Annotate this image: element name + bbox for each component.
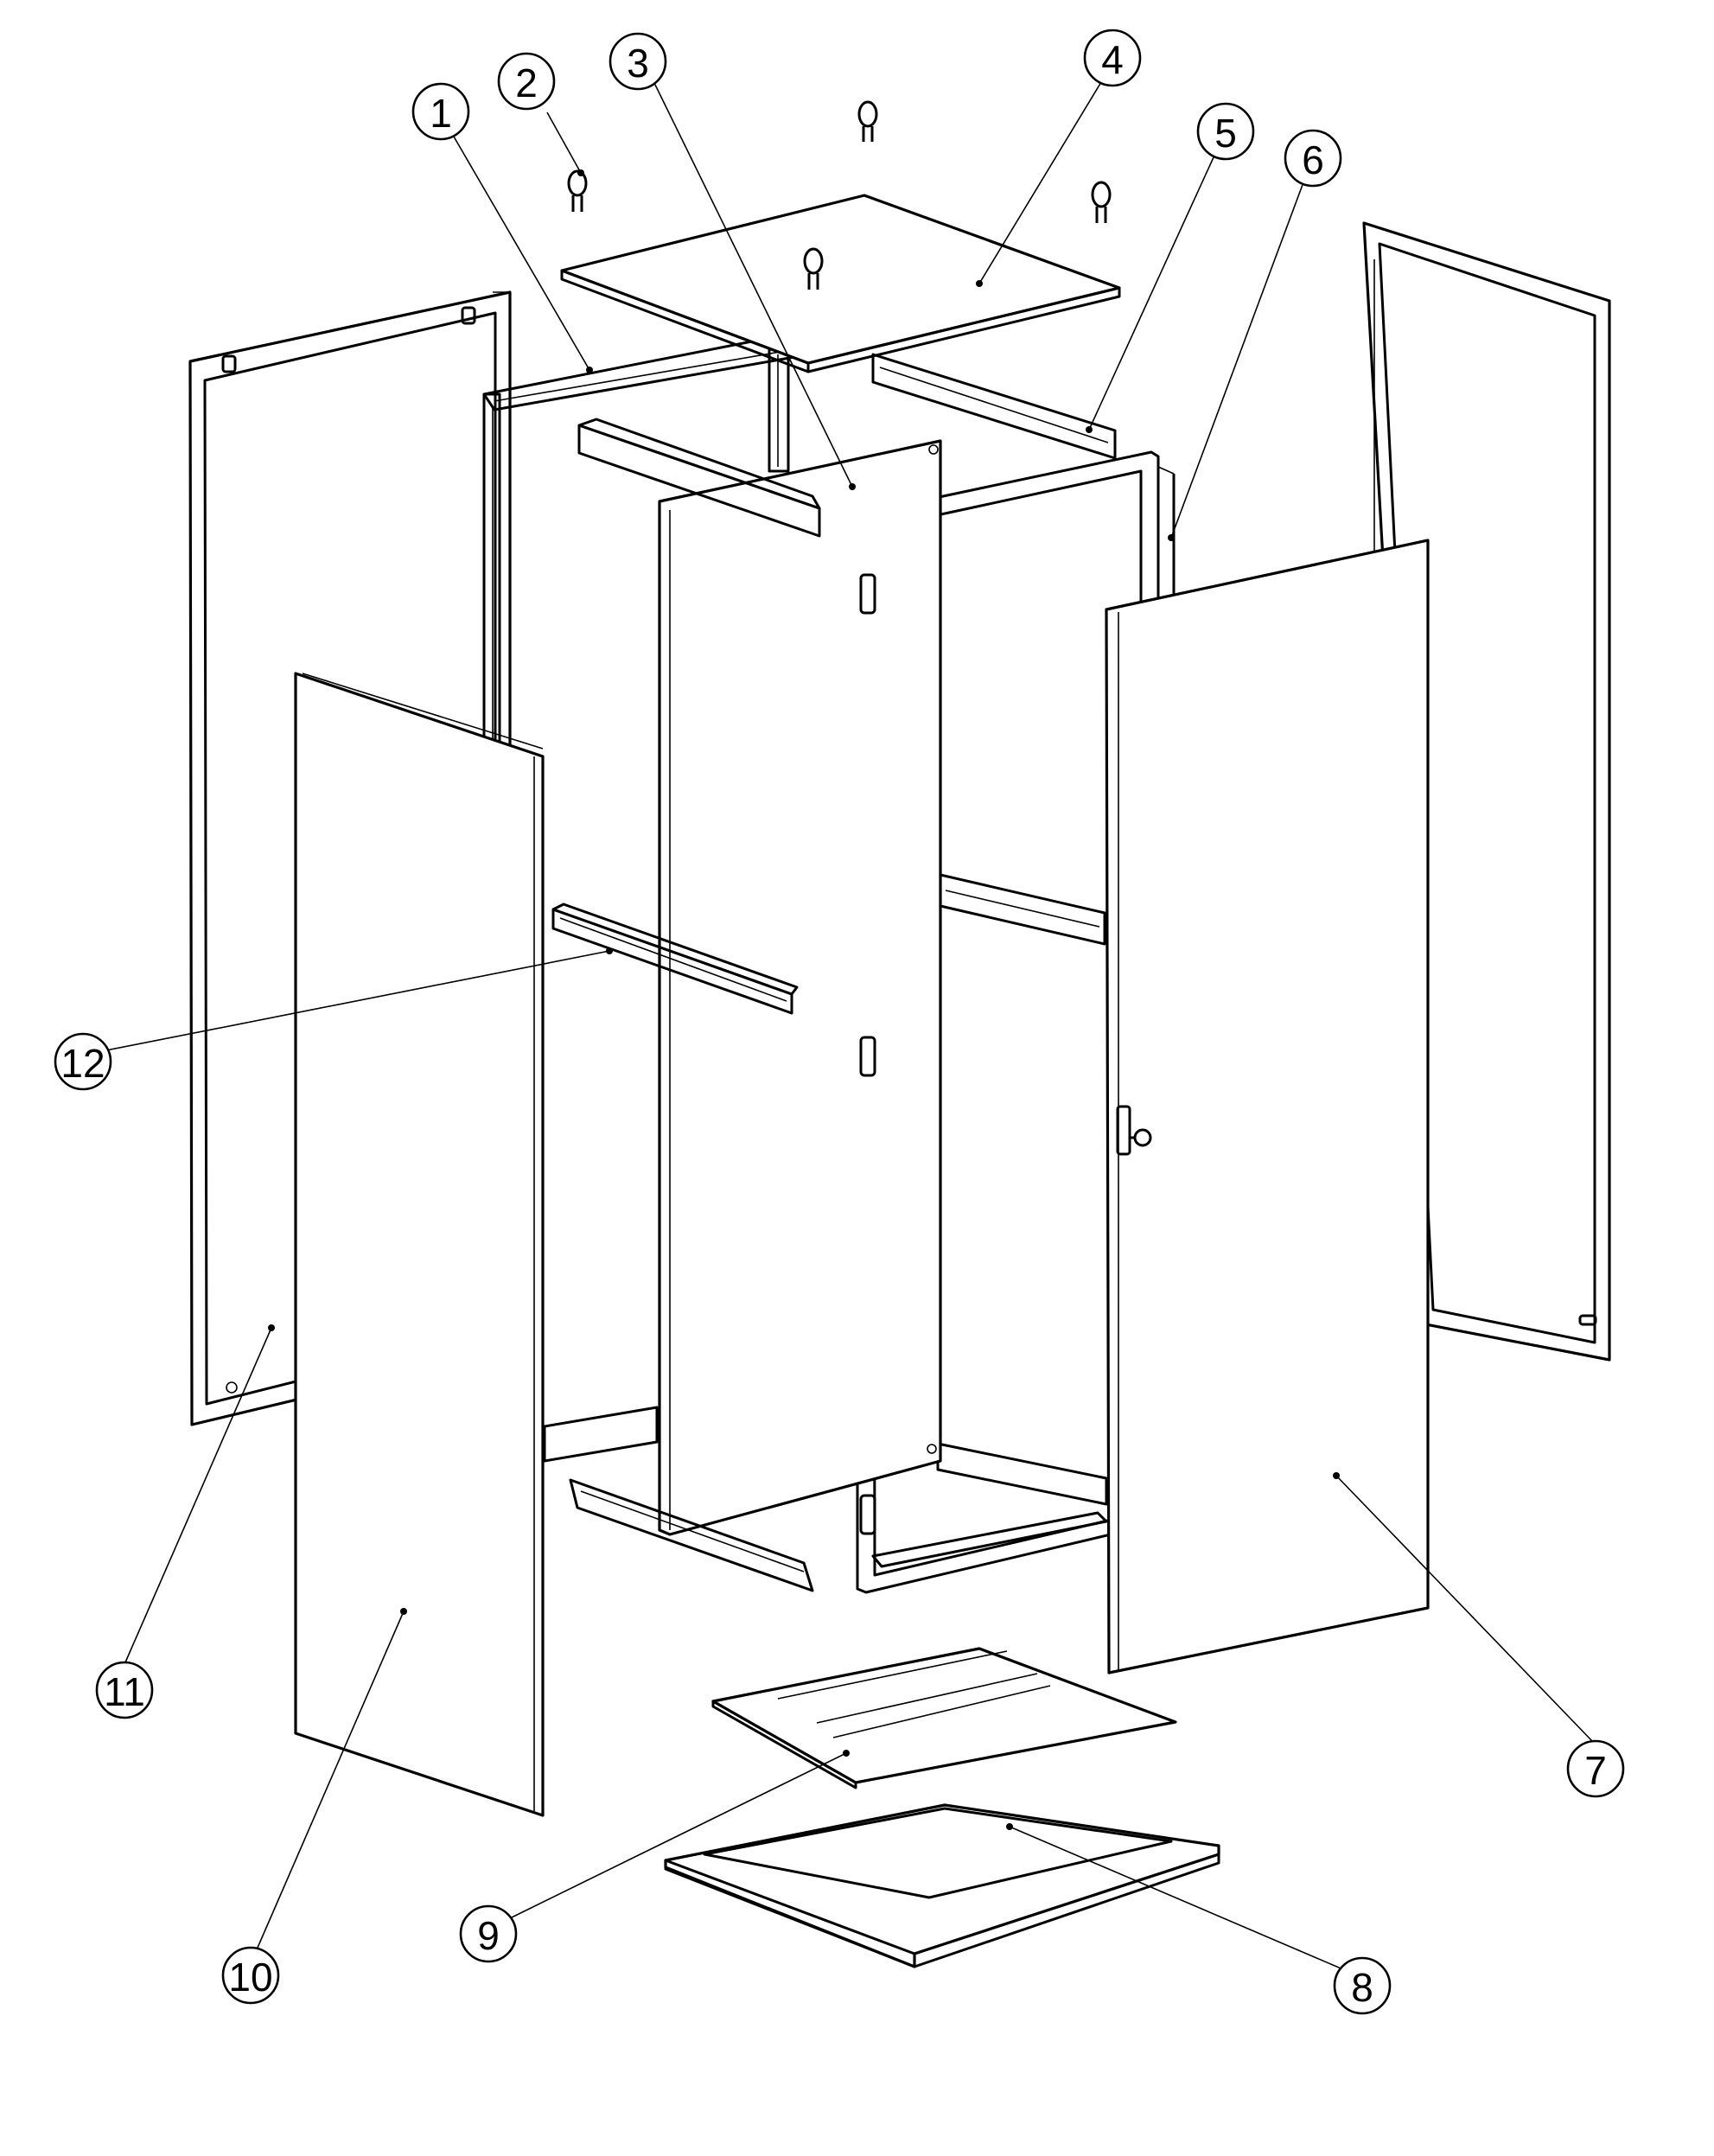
callout-10: 10 [221, 1946, 280, 2005]
callout-8-label: 8 [1351, 1965, 1373, 2010]
callout-11: 11 [95, 1661, 154, 1719]
leader-lines [92, 81, 1593, 1974]
callout-7: 7 [1566, 1739, 1625, 1798]
callout-3-label: 3 [627, 41, 649, 86]
eye-bolt-3 [1091, 181, 1112, 223]
callout-1: 1 [411, 82, 470, 141]
callout-9-label: 9 [477, 1913, 500, 1958]
leader-5 [1088, 156, 1214, 431]
cross-rail [551, 903, 799, 1015]
side-panel-left [294, 672, 545, 1817]
callout-10-label: 10 [228, 1955, 272, 2000]
base-plinth [664, 1803, 1220, 1968]
eye-bolt-4 [803, 247, 824, 290]
front-door [1105, 539, 1430, 1674]
callout-9: 9 [459, 1904, 518, 1963]
upper-c-rails [577, 353, 1117, 538]
eye-bolts [567, 100, 1112, 290]
leader-2 [546, 112, 582, 174]
callout-6-label: 6 [1302, 137, 1324, 182]
leader-1 [453, 136, 590, 371]
callout-5-label: 5 [1214, 111, 1237, 156]
callout-1-label: 1 [430, 91, 452, 136]
eye-bolt-1 [567, 169, 588, 212]
leader-4 [978, 81, 1102, 284]
leader-7 [1335, 1475, 1593, 1742]
top-cover [560, 194, 1121, 373]
callout-6: 6 [1284, 129, 1342, 188]
leader-11 [124, 1327, 272, 1663]
callout-2-label: 2 [515, 61, 538, 105]
callout-12-label: 12 [61, 1041, 105, 1086]
callout-8: 8 [1333, 1956, 1392, 2015]
callout-4-label: 4 [1101, 37, 1124, 82]
lower-c-rails [569, 1478, 814, 1592]
callout-12: 12 [54, 1032, 112, 1091]
callout-2: 2 [497, 52, 556, 111]
rear-panel [658, 439, 942, 1536]
leader-12 [92, 950, 610, 1054]
callout-7-label: 7 [1584, 1748, 1607, 1793]
callout-11-label: 11 [104, 1669, 145, 1714]
door-hinges [859, 573, 876, 1535]
leader-3 [653, 82, 853, 488]
callout-3: 3 [609, 32, 667, 91]
door-lock-handle [1116, 1105, 1152, 1156]
leader-9 [509, 1752, 847, 1919]
leader-6 [1170, 182, 1304, 539]
callout-4: 4 [1083, 29, 1142, 87]
eye-bolt-2 [857, 100, 878, 142]
gland-plate [711, 1647, 1177, 1789]
leader-10 [257, 1611, 405, 1949]
callout-5: 5 [1196, 102, 1255, 161]
leader-8 [1009, 1826, 1352, 1974]
